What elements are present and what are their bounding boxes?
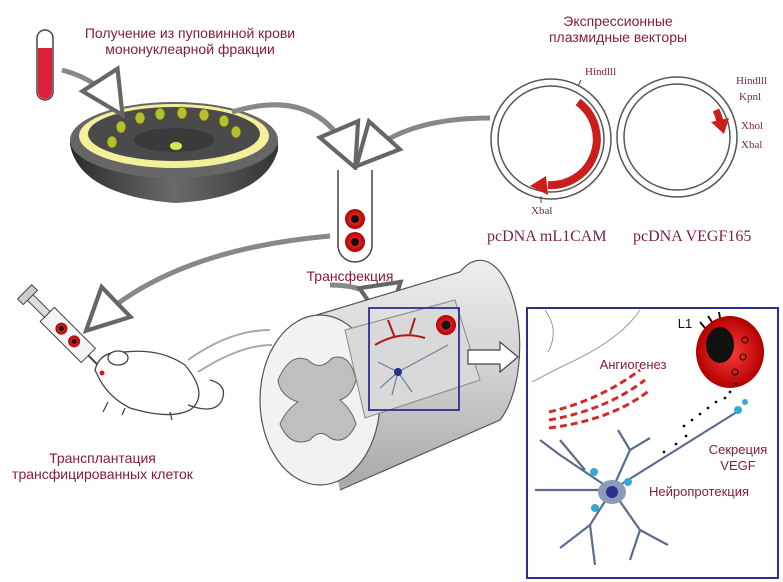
syringe-icon: [16, 284, 105, 372]
plasmid-VEGF165-icon: [616, 76, 738, 198]
spinal-cord-icon: [259, 259, 521, 491]
mL1CAM-site-xbai: Xbal: [531, 205, 553, 217]
neuroprotection-label: Нейропротекция: [648, 484, 750, 499]
mouse-icon: [94, 350, 225, 421]
arrow-plasmid-to-tube: [362, 115, 491, 160]
angiogenesis-label: Ангиогенез: [599, 357, 667, 372]
neuron-icon: [535, 409, 741, 566]
detail-frame: [526, 307, 779, 579]
zoom-arrow: [467, 340, 519, 374]
VEGF-site-kpni: Kpnl: [739, 91, 761, 103]
transfected-cell-large-icon: [696, 311, 764, 388]
transfected-cells-tube-icon: [337, 170, 373, 263]
VEGF-site-xhoi: Xhol: [741, 120, 763, 132]
VEGF-site-hindiii: Hindlll: [736, 75, 768, 87]
receptor-icons: [590, 399, 748, 512]
process-arrows: [61, 70, 491, 373]
inset-vessels: [374, 317, 426, 346]
plasmid-mL1CAM-icon: [490, 78, 612, 203]
transplant-label: Трансплантация трансфицированных клеток: [12, 450, 193, 482]
mL1CAM-site-hindiii: Hindlll: [585, 66, 617, 78]
plasmid-mL1CAM-name: pcDNA mL1CAM: [487, 228, 607, 245]
zoom-frame: [368, 307, 460, 411]
arrow-tube-to-syringe: [92, 233, 331, 325]
secretion-label: Секреция VEGF: [708, 442, 768, 473]
l1-label: L1: [677, 316, 693, 331]
plasmid-VEGF165-name: pcDNA VEGF165: [633, 228, 752, 245]
blood-tube-icon: [36, 29, 54, 101]
pbmc-label: Получение из пуповинной крови мононуклеа…: [84, 25, 296, 57]
detail-tissue-lines: [531, 309, 641, 383]
VEGF-site-xbai: Xbal: [741, 139, 763, 151]
arrow-tube-to-dish: [61, 70, 118, 108]
vectors-label: Экспрессионные плазмидные векторы: [548, 13, 688, 45]
inset-neuron: [377, 344, 449, 396]
vegf-particles: [662, 382, 738, 454]
angiogenesis-vessels: [548, 368, 651, 430]
arrow-dish-to-tube: [231, 102, 352, 160]
centrifuge-dish-icon: [70, 102, 278, 203]
transfection-label: Трансфекция: [306, 268, 394, 284]
